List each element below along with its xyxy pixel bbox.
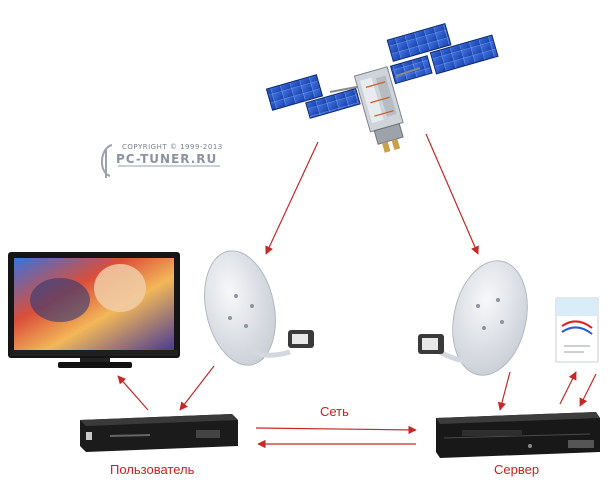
satellite-icon xyxy=(265,23,499,153)
signal-arrows xyxy=(117,133,597,449)
tv-icon xyxy=(8,252,180,368)
user-dish-icon xyxy=(204,250,314,366)
arrow-receiver-to-tv xyxy=(117,375,149,411)
arrow-dish-to-user-receiver xyxy=(179,365,215,411)
access-card-icon xyxy=(555,297,599,363)
network-label: Сеть xyxy=(320,404,349,419)
arrow-dish-to-server-receiver xyxy=(497,371,511,411)
user-label: Пользователь xyxy=(110,462,195,477)
arrow-server-to-card xyxy=(559,371,577,405)
watermark-copyright: COPYRIGHT © 1999-2013 xyxy=(122,143,223,151)
watermark-logo-icon xyxy=(101,144,220,178)
arrow-card-to-server xyxy=(579,373,597,407)
server-receiver-icon xyxy=(436,412,600,458)
arrow-satellite-to-user-dish xyxy=(265,141,319,255)
arrow-network-to-server xyxy=(255,425,417,435)
server-dish-icon xyxy=(418,260,528,376)
server-label: Сервер xyxy=(494,462,540,477)
watermark-brand: PC-TUNER.RU xyxy=(116,152,218,166)
arrow-satellite-to-server-dish xyxy=(425,133,479,255)
user-receiver-icon xyxy=(80,414,238,452)
